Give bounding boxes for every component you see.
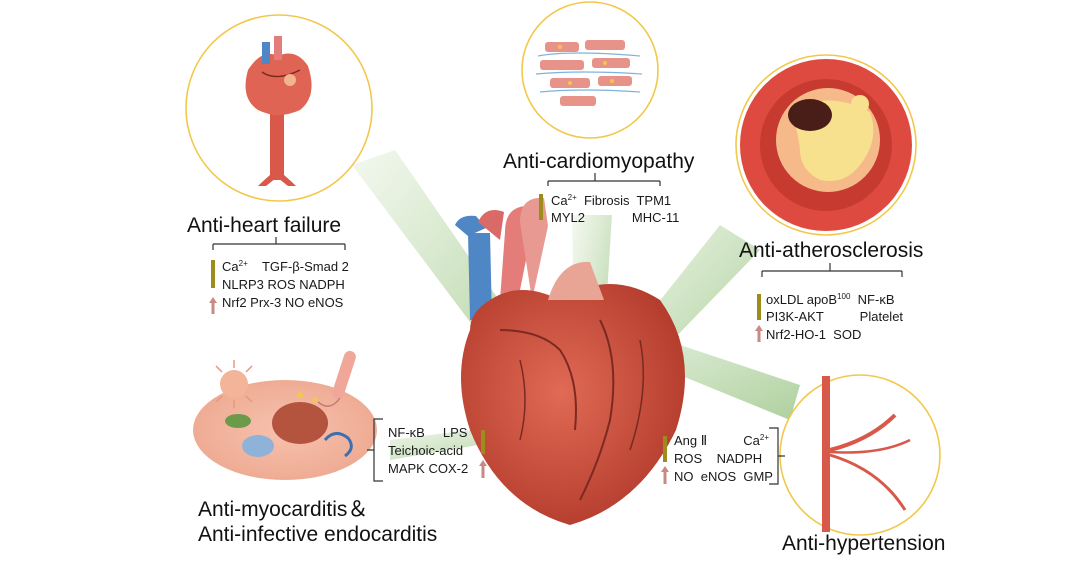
inhibit-bar	[211, 260, 215, 288]
heart-failure-panel: Anti-heart failure Ca2+ TGF-β-Smad 2 NLR…	[186, 15, 372, 314]
cardiomyopathy-bracket	[548, 173, 660, 186]
cardiomyopathy-title: Anti-cardiomyopathy	[503, 150, 695, 173]
heart-failure-title: Anti-heart failure	[187, 214, 341, 237]
atherosclerosis-bracket	[762, 263, 902, 277]
myocarditis-title-line2: Anti-infective endocarditis	[198, 523, 437, 546]
inhibit-bar	[757, 294, 761, 320]
heart-failure-item-2: NLRP3 ROS NADPH	[222, 277, 345, 292]
inhibit-bar	[481, 430, 485, 454]
infected-cell-icon	[193, 349, 377, 480]
cardiomyopathy-item-2: MYL2 MHC-11	[551, 210, 679, 225]
myocarditis-item-3: MAPK COX-2	[388, 461, 468, 476]
atherosclerosis-item-2: PI3K-AKT Platelet	[766, 309, 903, 324]
heart-failure-item-3: Nrf2 Prx-3 NO eNOS	[222, 295, 344, 310]
cardiomyopathy-item-1: Ca2+ Fibrosis TPM1	[551, 193, 671, 208]
hypertension-circle	[780, 375, 940, 535]
heart-failure-item-1: Ca2+ TGF-β-Smad 2	[222, 259, 349, 274]
heart-failure-bracket	[213, 237, 345, 250]
atherosclerosis-item-1: oxLDL apoB100 NF-κB	[766, 292, 895, 307]
promote-arrow	[209, 297, 217, 314]
promote-arrow	[479, 460, 487, 478]
hypertension-panel: Anti-hypertension Ang Ⅱ Ca2+ ROS NADPH N…	[661, 375, 945, 555]
central-heart-illustration	[455, 198, 685, 525]
promote-arrow	[755, 325, 763, 342]
hypertension-title: Anti-hypertension	[782, 532, 945, 555]
hypertension-item-1: Ang Ⅱ Ca2+	[674, 433, 769, 448]
promote-arrow	[661, 466, 669, 484]
hypertension-item-2: ROS NADPH	[674, 451, 762, 466]
atherosclerosis-panel: Anti-atherosclerosis oxLDL apoB100 NF-κB…	[736, 55, 923, 342]
inhibit-bar	[539, 194, 543, 220]
hypertension-item-3: NO eNOS GMP	[674, 469, 773, 484]
atherosclerosis-title: Anti-atherosclerosis	[739, 239, 923, 262]
myocarditis-item-1: NF-κB LPS	[388, 425, 468, 440]
inhibit-bar	[663, 436, 667, 462]
cardiomyopathy-panel: Anti-cardiomyopathy Ca2+ Fibrosis TPM1 M…	[503, 2, 695, 225]
cardiomyopathy-circle	[522, 2, 658, 138]
myocarditis-panel: Anti-myocarditis＆ Anti-infective endocar…	[193, 349, 487, 546]
artery-cross-section-icon	[740, 59, 912, 231]
myocarditis-item-2: Teichoic-acid	[388, 443, 463, 458]
atherosclerosis-item-3: Nrf2-HO-1 SOD	[766, 327, 861, 342]
myocarditis-title-line1: Anti-myocarditis＆	[198, 498, 368, 521]
